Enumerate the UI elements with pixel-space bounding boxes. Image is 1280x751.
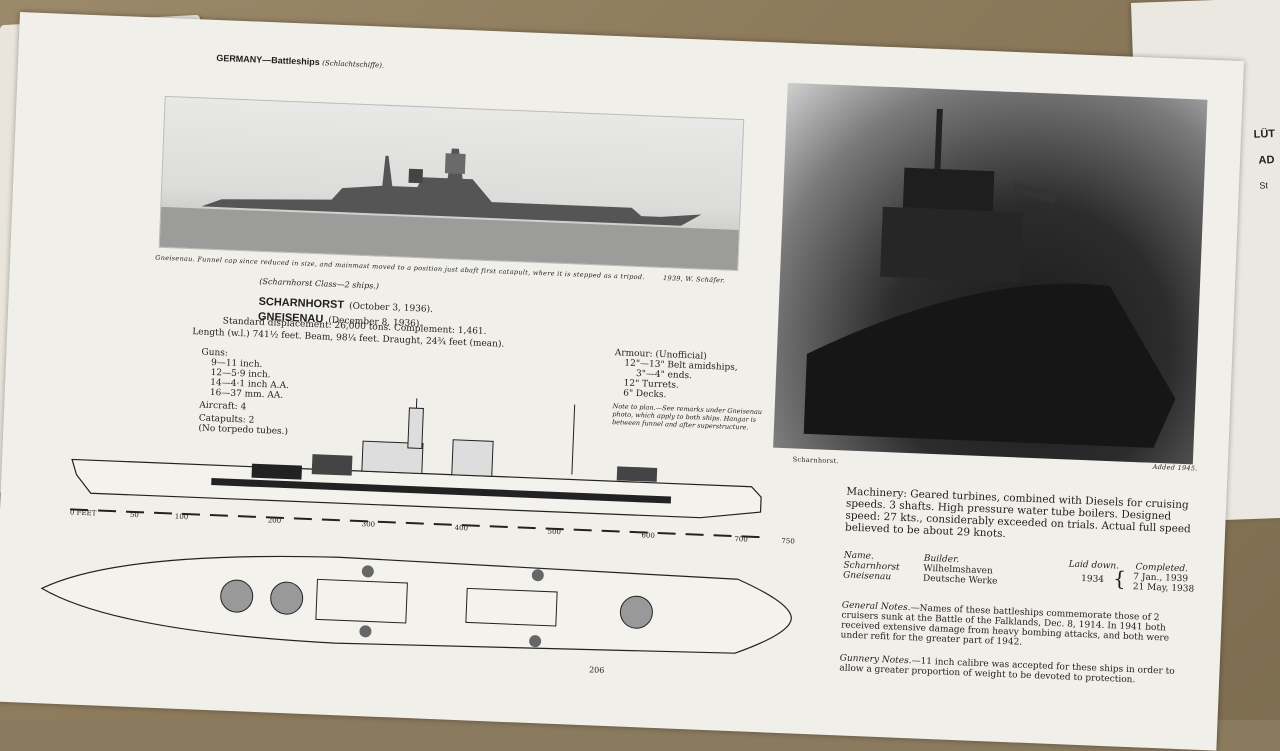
brace: { [1113,567,1127,589]
gneisenau-ship-image [160,97,744,270]
laid-down-year: 1934 [1081,574,1104,585]
builder-row-name: Gneisenau [843,570,891,582]
caption-credit: 1939, W. Schäfer. [663,274,726,284]
machinery-text: Machinery: Geared turbines, combined wit… [845,486,1197,548]
scale-tick: 750 [781,537,795,546]
scale-tick: 300 [362,520,376,529]
builders-header-laid: Laid down. [1068,560,1119,572]
gneisenau-photo [159,96,745,271]
facing-page-text-1: LÜT [1253,128,1275,141]
page-header: GERMANY—Battleships (Schlachtschiffe). [216,53,384,70]
scale-tick: 700 [734,535,748,544]
scharnhorst-ship-image [773,83,1207,465]
book-page: GERMANY—Battleships (Schlachtschiffe). G… [0,12,1244,751]
added-note: Added 1945. [1152,463,1197,473]
scale-tick: 400 [454,524,468,533]
facing-page-text-3: St [1259,180,1268,190]
general-notes: General Notes.—Names of these battleship… [840,600,1196,654]
caption-ship: Gneisenau. [155,254,195,264]
header-german: (Schlachtschiffe). [322,59,384,69]
page-number: 206 [589,665,605,675]
gunnery-notes: Gunnery Notes.—11 inch calibre was accep… [839,653,1195,687]
scale-tick: 500 [547,528,561,537]
scale-tick: 200 [268,516,282,525]
scale-tick: 50 [130,511,139,519]
scale-label: 0 FEET [70,508,97,517]
header-country: GERMANY [216,53,262,65]
scharnhorst-photo [773,83,1207,465]
scharnhorst-caption: Scharnhorst. [793,455,840,465]
builder-row-completed: 21 May, 1938 [1133,582,1195,594]
ship-plan-drawing [35,533,799,673]
facing-page-text-2: AD [1258,154,1274,167]
builder-row-builder: Deutsche Werke [923,574,998,587]
builders-table: Name. Builder. Laid down. Completed. Sch… [842,551,1203,605]
scale-tick: 100 [175,513,189,522]
header-type: Battleships [271,55,320,67]
scale-tick: 600 [641,531,655,540]
class-line: (Scharnhorst Class—2 ships.) [259,277,379,291]
